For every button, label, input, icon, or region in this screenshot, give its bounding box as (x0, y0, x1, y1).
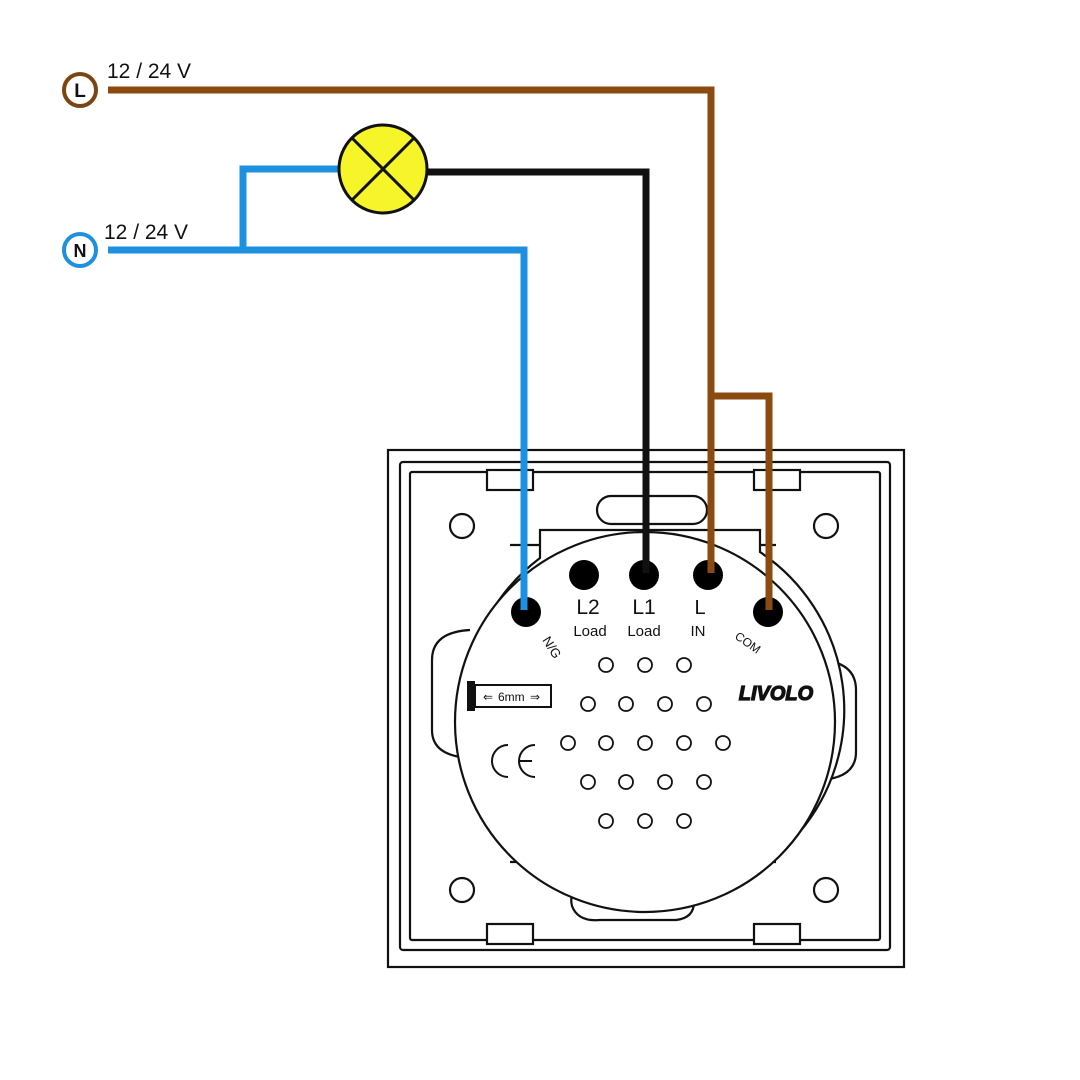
strip-gauge-label: 6mm (498, 690, 525, 704)
wire-load (428, 168, 650, 573)
terminal-holes (511, 560, 783, 627)
top-latch (595, 494, 709, 526)
vent-holes (560, 657, 731, 829)
line-badge: L (62, 72, 98, 108)
svg-text:⇒: ⇒ (530, 690, 540, 704)
lamp-cross-icon (337, 123, 429, 215)
wires (108, 86, 773, 610)
terminal-l1-label: L1 (632, 596, 655, 619)
mount-hole-bl (448, 876, 476, 904)
strip-gauge-icon: ⇐ 6mm ⇒ (467, 681, 552, 711)
clip-top-right (752, 468, 802, 492)
clip-bottom-left (485, 922, 535, 946)
ce-mark-icon: CE (491, 744, 536, 778)
brand-logo: LIVOLO (739, 683, 814, 705)
terminal-ng[interactable] (511, 597, 541, 627)
wire-neutral (108, 246, 528, 610)
terminal-l[interactable] (693, 560, 723, 590)
terminal-l2[interactable] (569, 560, 599, 590)
terminal-l-label: L (694, 597, 705, 619)
svg-text:⇐: ⇐ (483, 690, 493, 704)
wire-neutral-lamp (239, 165, 340, 250)
line-voltage-label: 12 / 24 V (107, 60, 191, 83)
terminal-l2-sub: Load (573, 623, 606, 640)
clip-bottom-right (752, 922, 802, 946)
wire-live-com (711, 392, 773, 610)
neutral-voltage-label: 12 / 24 V (104, 221, 188, 244)
wire-live (108, 86, 715, 573)
terminal-l2-label: L2 (576, 596, 599, 619)
terminal-l1[interactable] (629, 560, 659, 590)
switch-body (386, 448, 906, 969)
neutral-badge: N (62, 232, 98, 268)
mount-hole-tl (448, 512, 476, 540)
line-badge-label: L (74, 81, 86, 102)
terminal-com[interactable] (753, 597, 783, 627)
mount-hole-br (812, 876, 840, 904)
neutral-badge-label: N (74, 241, 87, 261)
mount-hole-tr (812, 512, 840, 540)
terminal-l1-sub: Load (627, 623, 660, 640)
terminal-l-sub: IN (691, 623, 706, 640)
